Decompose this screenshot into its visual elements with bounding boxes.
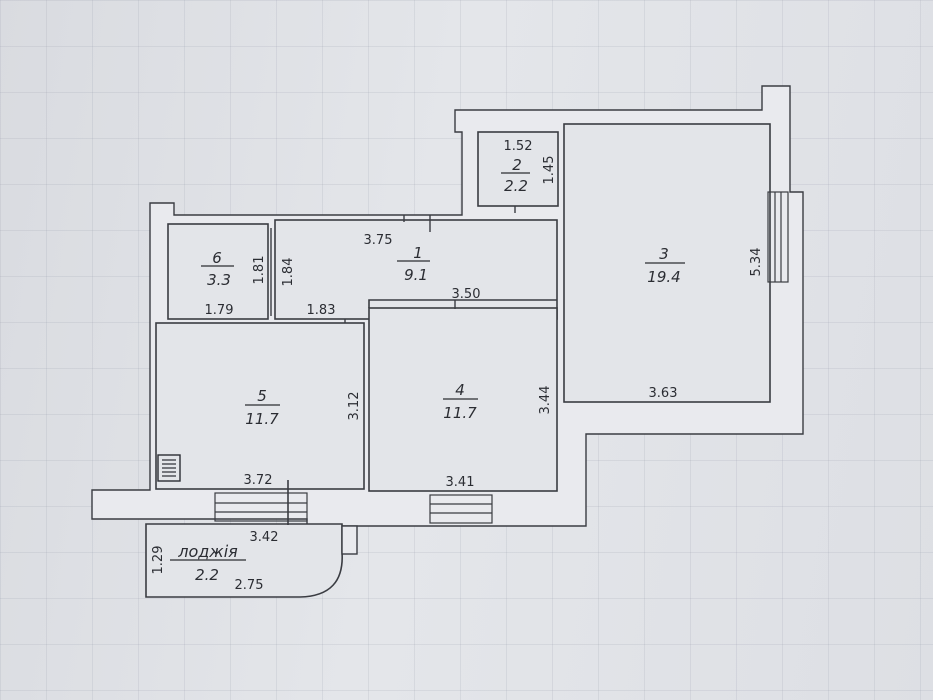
fraction-lines <box>170 172 685 561</box>
dim-room-3-width: 3.63 <box>649 386 678 401</box>
dim-room-6-width: 1.79 <box>205 303 234 318</box>
dim-room-5-height: 3.12 <box>347 392 362 421</box>
dim-room-1-bottom-right: 3.50 <box>452 287 481 302</box>
room-3-number: 3 <box>659 245 669 263</box>
dim-room-1-top: 3.75 <box>364 233 393 248</box>
dimension-labels: 1.52 1.45 3.75 3.50 1.83 1.84 1.81 1.79 … <box>151 139 764 593</box>
windows <box>214 191 789 525</box>
dim-room-4-width: 3.41 <box>446 475 475 490</box>
loggia-label: лоджія <box>177 542 238 561</box>
dim-room-2-width: 1.52 <box>504 139 533 154</box>
room-2-number: 2 <box>512 156 522 174</box>
dim-room-1-bottom-left: 1.83 <box>307 303 336 318</box>
door-marks <box>270 206 516 323</box>
room-2-outline <box>477 131 559 207</box>
room-labels: 6 3.3 1 9.1 2 2.2 3 19.4 4 11.7 5 11.7 л… <box>177 156 680 584</box>
dim-room-6-height: 1.81 <box>252 256 267 285</box>
room-6-number: 6 <box>212 249 222 267</box>
room-4-area: 11.7 <box>443 404 477 422</box>
room-5-area: 11.7 <box>245 410 279 428</box>
room-1-area: 9.1 <box>404 266 428 284</box>
room-2-area: 2.2 <box>504 177 528 195</box>
dim-room-1-height: 1.84 <box>281 258 296 287</box>
room-3-area: 19.4 <box>647 268 680 286</box>
dim-loggia-top: 3.42 <box>250 530 279 545</box>
window-room-3 <box>767 191 789 283</box>
dim-room-2-height: 1.45 <box>542 156 557 185</box>
room-4-number: 4 <box>455 381 465 399</box>
window-room-4 <box>429 494 493 524</box>
radiator-icon <box>157 454 181 482</box>
dim-loggia-height: 1.29 <box>151 546 166 575</box>
room-6-area: 3.3 <box>207 271 231 289</box>
room-6-outline <box>167 223 269 320</box>
hall-partition <box>368 299 557 308</box>
window-room-5 <box>214 492 308 522</box>
loggia-post <box>341 525 358 555</box>
loggia-area: 2.2 <box>195 566 219 584</box>
room-1-outline <box>274 219 558 320</box>
room-5-outline <box>155 322 365 490</box>
dim-room-3-height: 5.34 <box>749 248 764 277</box>
room-5-number: 5 <box>257 387 267 405</box>
dim-room-4-height: 3.44 <box>538 386 553 415</box>
dim-room-5-width: 3.72 <box>244 473 273 488</box>
dim-loggia-width: 2.75 <box>235 578 264 593</box>
room-1-number: 1 <box>413 244 423 262</box>
